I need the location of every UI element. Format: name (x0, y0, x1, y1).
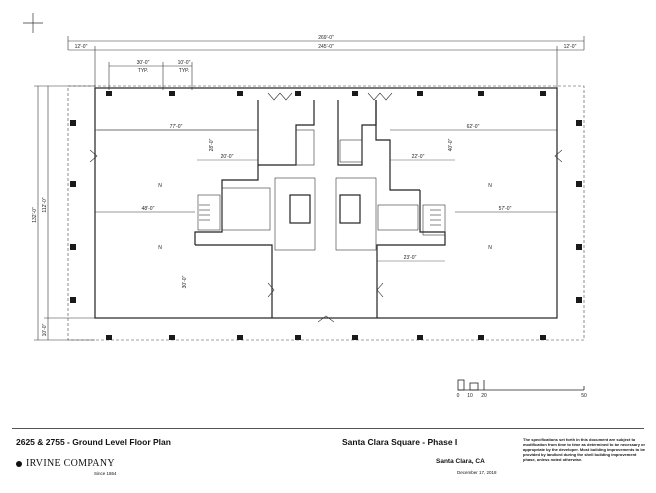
structural-columns (70, 91, 582, 340)
dim-room-g: 30'-0" (182, 275, 188, 288)
column-17 (70, 181, 76, 187)
column-13 (417, 335, 423, 340)
dim-room-f: 28'-0" (209, 138, 215, 151)
column-23 (576, 297, 582, 303)
marker-n-2: N (158, 245, 162, 251)
room-markers: N N N N (158, 183, 492, 251)
column-14 (478, 335, 484, 340)
exterior-wall (94, 87, 558, 319)
column-20 (576, 120, 582, 126)
company-logo: IRVINE COMPANY (16, 458, 115, 469)
floor-plan-drawing: 269'-0" 12'-0" 245'-0" 12'-0" 30'-0" TYP… (23, 13, 587, 399)
top-dimensions: 269'-0" 12'-0" 245'-0" 12'-0" 30'-0" TYP… (67, 35, 585, 90)
column-21 (576, 181, 582, 187)
dim-room-a: 77'-0" (170, 124, 183, 130)
column-10 (237, 335, 243, 340)
dim-depth-bottom: 10'-0" (42, 323, 48, 336)
registration-mark (23, 13, 43, 33)
column-4 (352, 91, 358, 96)
marker-n-1: N (158, 183, 162, 189)
title-block-rule (12, 428, 644, 429)
column-11 (295, 335, 301, 340)
dim-room-j: 23'-0" (404, 255, 417, 261)
dim-sub-c: TYP. (138, 68, 148, 74)
dim-main-width: 245'-0" (318, 44, 334, 50)
column-16 (70, 120, 76, 126)
logo-mark-icon (16, 460, 22, 467)
dim-overall-depth: 132'-0" (32, 207, 38, 223)
dim-depth-main: 112'-0" (42, 197, 48, 212)
property-line (67, 85, 585, 341)
left-dimensions: 132'-0" 112'-0" 10'-0" (32, 85, 95, 341)
interior-walls (95, 100, 557, 318)
dim-room-e: 57'-0" (499, 206, 512, 212)
dim-room-h: 22'-0" (412, 154, 425, 160)
scale-label-10: 10 (467, 393, 473, 399)
column-5 (417, 91, 423, 96)
column-1 (169, 91, 175, 96)
column-2 (237, 91, 243, 96)
room-dimensions: 77'-0" 62'-0" 20'-0" 22'-0" 48'-0" 57'-0… (97, 124, 512, 288)
dim-sub-b: 10'-0" (178, 60, 191, 66)
marker-n-4: N (488, 245, 492, 251)
drawing-date: December 17, 2018 (457, 470, 497, 475)
door-symbols (89, 92, 563, 323)
scale-label-0: 0 (457, 393, 460, 399)
column-8 (106, 335, 112, 340)
dim-overall-width: 269'-0" (318, 35, 334, 41)
dim-right-bay: 12'-0" (564, 44, 577, 50)
column-6 (478, 91, 484, 96)
disclaimer-text: The specifications set forth in this doc… (523, 437, 646, 462)
column-19 (70, 297, 76, 303)
column-12 (352, 335, 358, 340)
dim-room-b: 62'-0" (467, 124, 480, 130)
column-9 (169, 335, 175, 340)
company-name: IRVINE COMPANY (26, 458, 115, 469)
dim-room-i: 40'-0" (448, 138, 454, 151)
project-name: Santa Clara Square - Phase I (342, 437, 458, 447)
dim-room-c: 20'-0" (221, 154, 234, 160)
dim-left-bay: 12'-0" (75, 44, 88, 50)
scale-bar: 0 10 20 50 (457, 379, 587, 399)
scale-label-20: 20 (481, 393, 487, 399)
column-18 (70, 244, 76, 250)
project-location: Santa Clara, CA (436, 458, 485, 465)
marker-n-3: N (488, 183, 492, 189)
stair-left (199, 204, 210, 221)
title-block: 2625 & 2755 - Ground Level Floor Plan Sa… (0, 428, 656, 493)
column-15 (540, 335, 546, 340)
column-7 (540, 91, 546, 96)
plan-title: 2625 & 2755 - Ground Level Floor Plan (16, 437, 171, 447)
column-0 (106, 91, 112, 96)
company-since: Since 1864 (94, 471, 117, 476)
column-3 (295, 91, 301, 96)
dim-room-d: 48'-0" (142, 206, 155, 212)
dim-sub-d: TYP. (179, 68, 189, 74)
stair-right (430, 209, 441, 226)
column-22 (576, 244, 582, 250)
scale-label-50: 50 (581, 393, 587, 399)
dim-sub-a: 30'-0" (137, 60, 150, 66)
